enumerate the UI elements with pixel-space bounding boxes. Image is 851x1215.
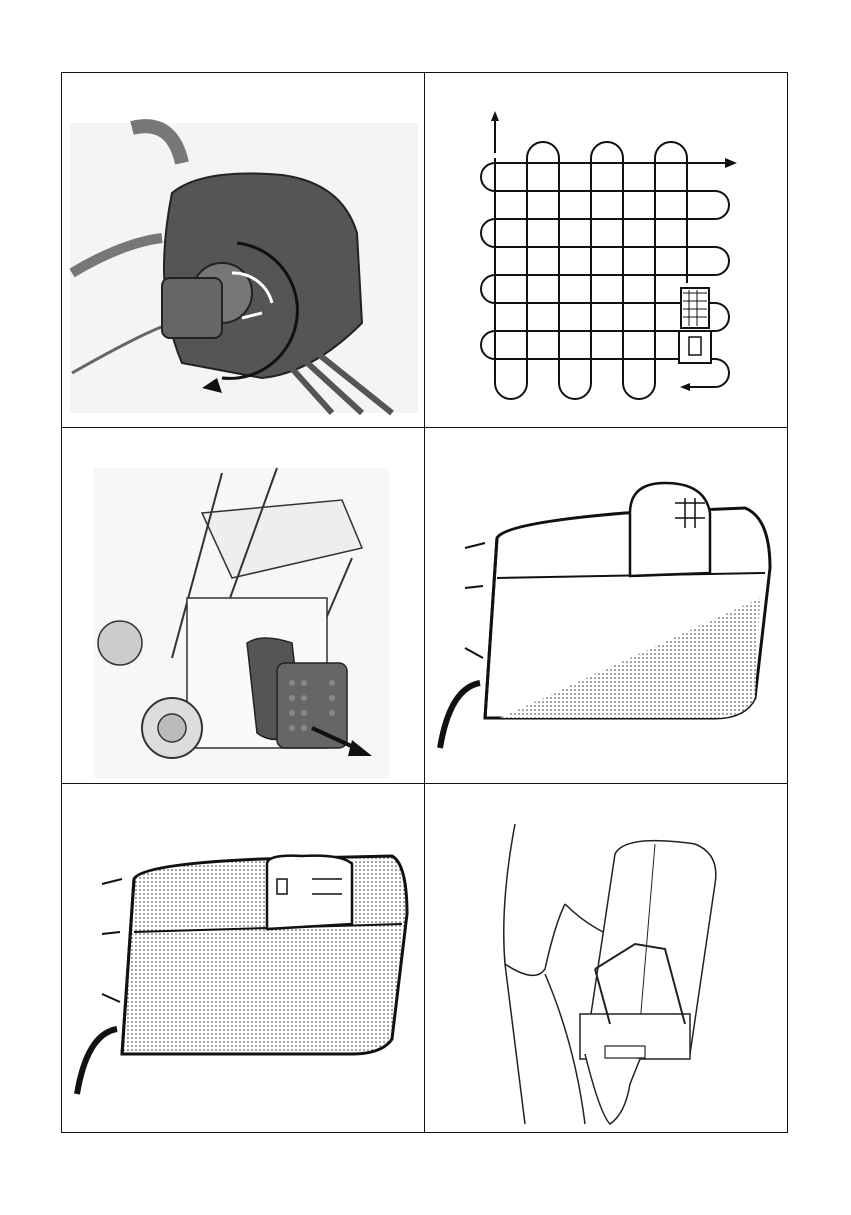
panel-grass-bag-full [62,784,424,1132]
panel-carry-grass-bag [425,784,787,1132]
grass-bag-full-icon [62,784,424,1132]
mowing-pattern-icon [425,73,787,427]
panel-discharge-flap [62,428,424,783]
carry-grass-bag-icon [425,784,787,1132]
panel-height-adjust [62,73,424,427]
panel-mowing-pattern [425,73,787,427]
discharge-flap-icon [62,428,424,783]
panel-grass-bag-empty [425,428,787,783]
grass-bag-empty-icon [425,428,787,783]
height-adjust-knob-icon [62,73,424,427]
